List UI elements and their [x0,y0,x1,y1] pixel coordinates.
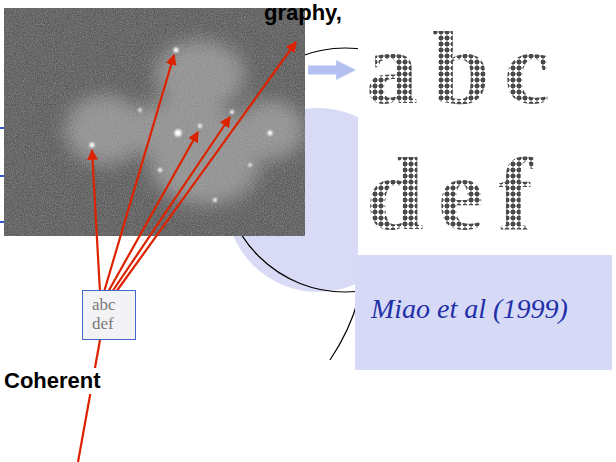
citation-box: Miao et al (1999) [355,255,612,370]
letter-row: def [366,131,547,257]
beam-label: Coherent [2,368,103,394]
arc-outline [330,300,358,360]
reconstruction-arrow [308,66,346,75]
incident-beam [78,340,100,462]
scattered-rays [92,42,296,292]
sample-object: abcdef [82,290,136,340]
reconstructed-image: abcdef [358,5,600,265]
title-fragment: graphy, [262,0,344,26]
letter-row: def [92,314,114,333]
letter-row: abc [366,5,564,131]
citation-text: Miao et al (1999) [371,293,568,325]
letter-row: abc [92,295,116,314]
